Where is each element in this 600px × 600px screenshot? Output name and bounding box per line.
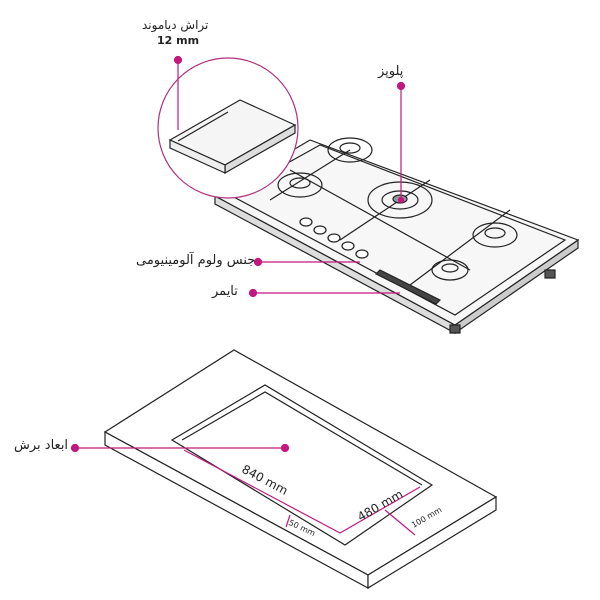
wok-burner: [367, 181, 433, 219]
timer-label: تایمر: [212, 284, 238, 299]
wok-burner-label: پلوپز: [378, 64, 404, 79]
magnifier-detail: [157, 57, 299, 199]
knobs: [299, 217, 369, 259]
diamond-cut-label: تراش دیاموند: [142, 18, 209, 32]
countertop-illustration: [103, 349, 498, 590]
callouts: [70, 55, 421, 536]
burner: [277, 172, 323, 198]
knob-material-label: جنس ولوم آلومینیومی: [136, 253, 256, 268]
burner: [472, 222, 518, 248]
burner: [431, 259, 469, 281]
burner: [327, 137, 373, 163]
timer-panel: [374, 269, 442, 305]
cutout-outline: [170, 384, 434, 546]
diamond-cut-size: 12 mm: [157, 34, 200, 47]
cutout-label: ابعاد برش: [14, 438, 69, 453]
